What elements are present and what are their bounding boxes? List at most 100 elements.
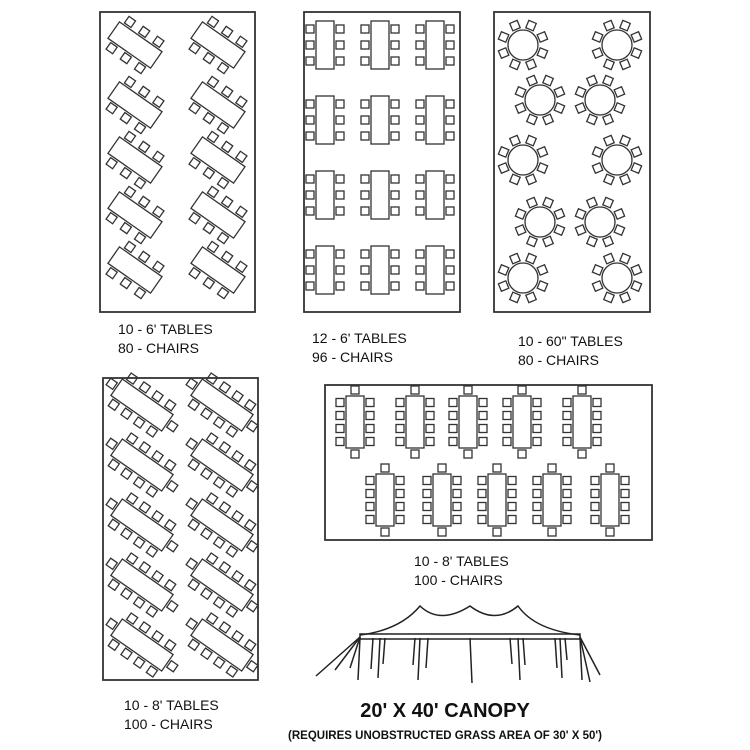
chair-icon bbox=[590, 488, 600, 499]
chair-icon bbox=[602, 173, 616, 186]
chair-icon bbox=[220, 250, 234, 264]
layout-4-frame bbox=[102, 377, 259, 681]
layout-2-label: 12 - 6' TABLES 96 - CHAIRS bbox=[312, 329, 407, 367]
table-6ft bbox=[415, 95, 455, 145]
chair-icon bbox=[618, 19, 632, 32]
chair-icon bbox=[415, 115, 425, 125]
chair-icon bbox=[585, 74, 599, 87]
chair-icon bbox=[105, 101, 119, 115]
chair-icon bbox=[132, 596, 146, 610]
chair-icon bbox=[613, 101, 626, 115]
table-8ft bbox=[105, 372, 179, 438]
chair-icon bbox=[613, 223, 626, 237]
table-6ft bbox=[360, 20, 400, 70]
chair-icon bbox=[602, 19, 616, 32]
table-8ft bbox=[502, 385, 542, 459]
chair-icon bbox=[145, 424, 159, 438]
table-8ft bbox=[365, 463, 405, 537]
chair-icon bbox=[592, 436, 602, 447]
chair-icon bbox=[553, 223, 566, 237]
chair-icon bbox=[206, 240, 220, 254]
chair-icon bbox=[425, 410, 435, 421]
table-8ft bbox=[477, 463, 517, 537]
chair-icon bbox=[620, 514, 630, 525]
table-8ft bbox=[105, 612, 179, 678]
table-8ft bbox=[335, 385, 375, 459]
chair-icon bbox=[202, 221, 216, 235]
chair-icon bbox=[395, 436, 405, 447]
chair-icon bbox=[541, 196, 555, 209]
table-8ft bbox=[105, 492, 179, 558]
layout-2-tables: 12 - 6' TABLES bbox=[312, 330, 407, 346]
chair-icon bbox=[231, 509, 245, 523]
chair-icon bbox=[145, 484, 159, 498]
chair-icon bbox=[163, 578, 177, 592]
chair-icon bbox=[335, 115, 345, 125]
chair-icon bbox=[514, 85, 527, 99]
chair-icon bbox=[187, 458, 201, 472]
chair-icon bbox=[206, 185, 220, 199]
chair-icon bbox=[165, 479, 179, 493]
chair-icon bbox=[365, 410, 375, 421]
table-8ft bbox=[532, 463, 572, 537]
chair-icon bbox=[245, 659, 259, 673]
chair-icon bbox=[245, 539, 259, 553]
chair-icon bbox=[390, 115, 400, 125]
chair-icon bbox=[205, 492, 219, 506]
chair-icon bbox=[592, 423, 602, 434]
chair-icon bbox=[562, 410, 572, 421]
chair-icon bbox=[445, 40, 455, 50]
chair-icon bbox=[445, 265, 455, 275]
layout-1-chairs: 80 - CHAIRS bbox=[118, 340, 199, 356]
chair-icon bbox=[218, 380, 232, 394]
chair-icon bbox=[390, 190, 400, 200]
chair-icon bbox=[577, 449, 587, 459]
chair-icon bbox=[445, 24, 455, 34]
chair-icon bbox=[502, 397, 512, 408]
chair-icon bbox=[335, 265, 345, 275]
chair-icon bbox=[335, 206, 345, 216]
chair-icon bbox=[151, 389, 165, 403]
table-8ft bbox=[590, 463, 630, 537]
chair-icon bbox=[601, 113, 615, 126]
chair-icon bbox=[365, 501, 375, 512]
chair-icon bbox=[138, 380, 152, 394]
chair-icon bbox=[365, 514, 375, 525]
chair-icon bbox=[231, 449, 245, 463]
chair-icon bbox=[601, 74, 615, 87]
chair-icon bbox=[422, 501, 432, 512]
chair-icon bbox=[231, 569, 245, 583]
layout-2-chairs: 96 - CHAIRS bbox=[312, 349, 393, 365]
chair-icon bbox=[532, 475, 542, 486]
chair-icon bbox=[107, 518, 121, 532]
chair-icon bbox=[360, 174, 370, 184]
chair-icon bbox=[119, 51, 133, 65]
chair-icon bbox=[225, 544, 239, 558]
chair-icon bbox=[620, 475, 630, 486]
chair-icon bbox=[212, 476, 226, 490]
table-6ft bbox=[105, 130, 165, 190]
layout-3-tables: 10 - 60" TABLES bbox=[518, 333, 623, 349]
chair-icon bbox=[202, 111, 216, 125]
chair-icon bbox=[478, 436, 488, 447]
chair-icon bbox=[305, 206, 315, 216]
table-8ft bbox=[422, 463, 462, 537]
round-table bbox=[514, 196, 566, 248]
chair-icon bbox=[218, 620, 232, 634]
chair-icon bbox=[133, 61, 147, 75]
chair-icon bbox=[335, 24, 345, 34]
chair-icon bbox=[525, 196, 539, 209]
chair-icon bbox=[165, 419, 179, 433]
chair-icon bbox=[532, 410, 542, 421]
table-6ft bbox=[360, 95, 400, 145]
chair-icon bbox=[541, 235, 555, 248]
chair-icon bbox=[188, 211, 202, 225]
chair-icon bbox=[234, 260, 248, 274]
chair-icon bbox=[225, 484, 239, 498]
chair-icon bbox=[151, 629, 165, 643]
chair-icon bbox=[137, 25, 151, 39]
chair-icon bbox=[425, 423, 435, 434]
table-6ft bbox=[305, 20, 345, 70]
chair-icon bbox=[577, 385, 587, 395]
chair-icon bbox=[508, 58, 522, 71]
